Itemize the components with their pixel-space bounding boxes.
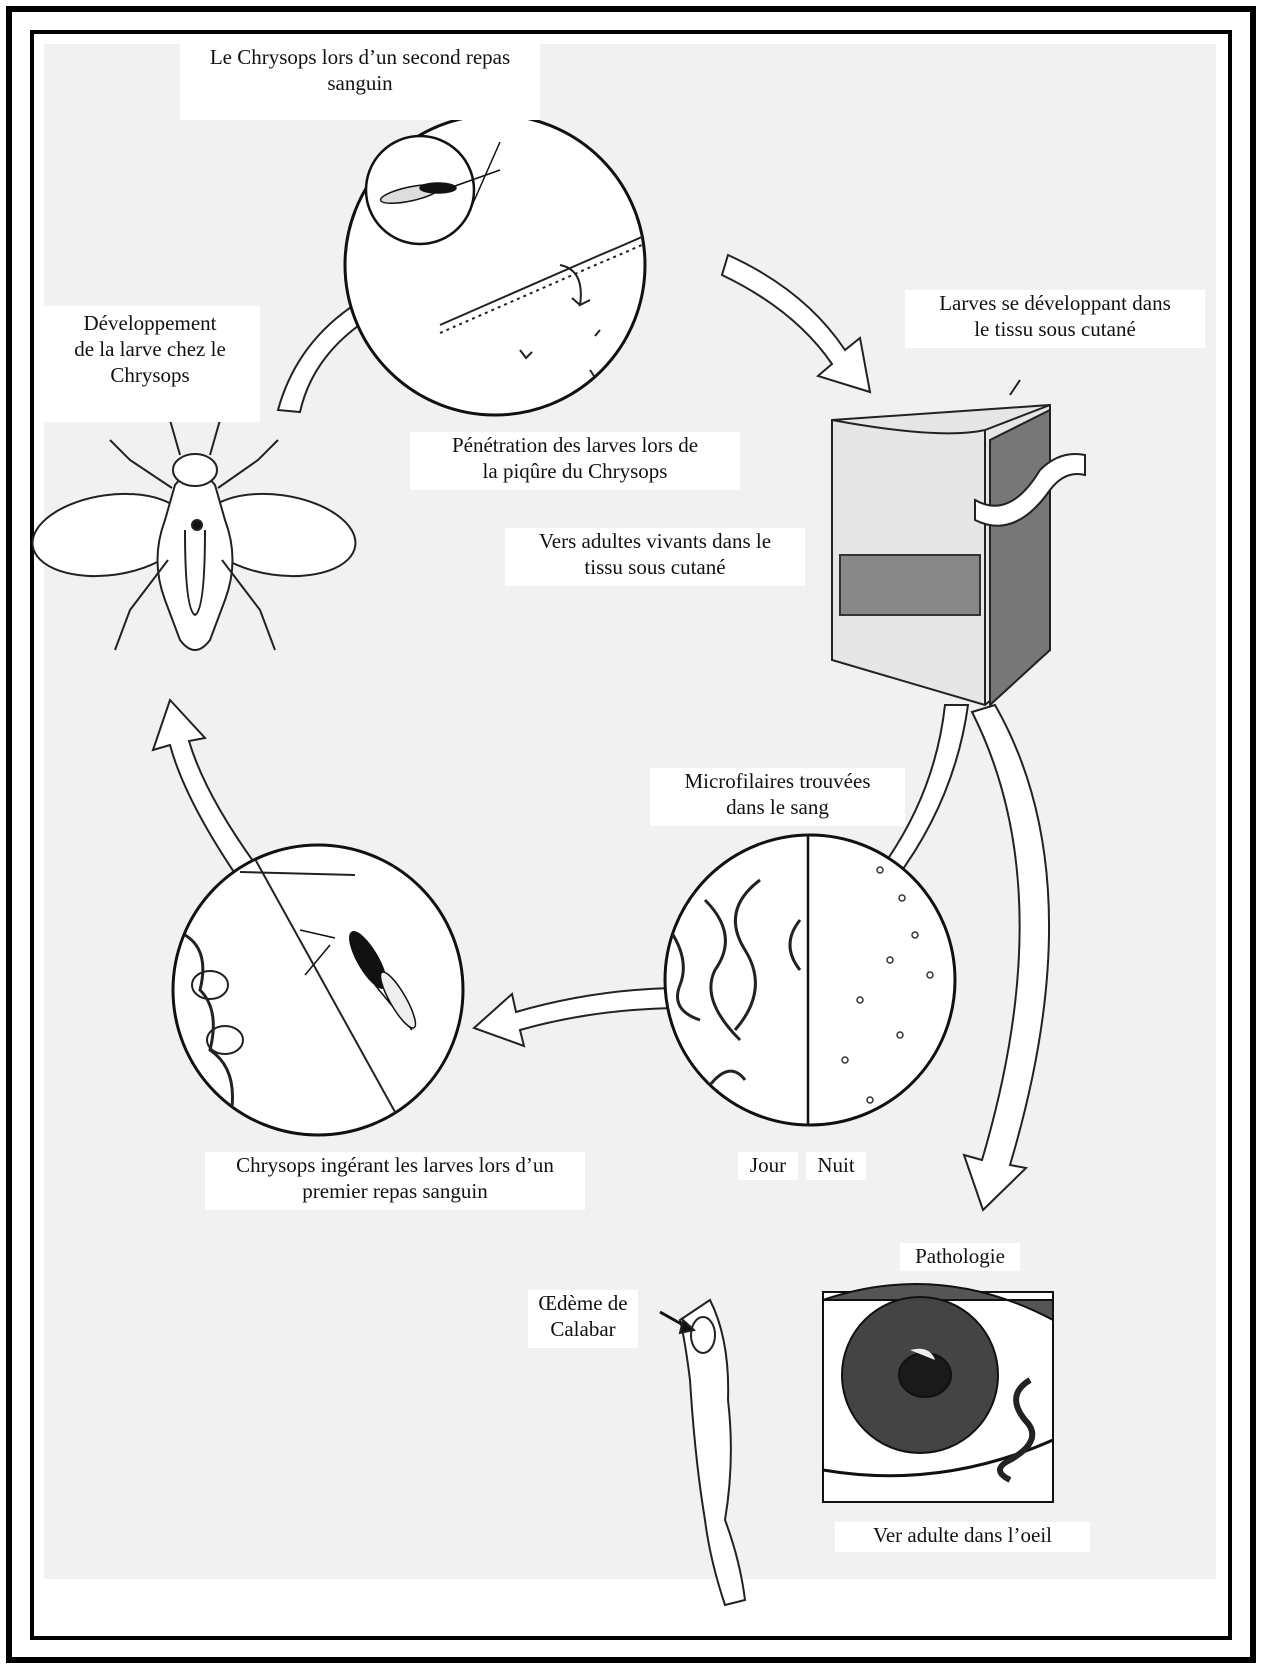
label-larva-development-line1: Développement: [40, 310, 260, 336]
label-eye-worm: Ver adulte dans l’oeil: [835, 1522, 1090, 1552]
label-larvae-subcutaneous-line1: Larves se développant dans: [905, 290, 1205, 316]
label-first-meal: Chrysops ingérant les larves lors d’un p…: [205, 1152, 585, 1210]
arrow-bottom-left-to-mosquito: [153, 700, 258, 878]
chrysops-diagram-art: [27, 420, 361, 650]
label-larva-development-line2: de la larve chez le: [40, 336, 260, 362]
label-larva-development-line3: Chrysops: [40, 362, 260, 388]
label-night: Nuit: [806, 1152, 866, 1180]
label-microfilariae-line2: dans le sang: [650, 794, 905, 820]
label-day: Jour: [738, 1152, 798, 1180]
label-microfilariae-line1: Microfilaires trouvées: [650, 768, 905, 794]
label-pathology-text: Pathologie: [915, 1244, 1005, 1268]
label-calabar-edema-line1: Œdème de: [528, 1290, 638, 1316]
label-calabar-edema: Œdème de Calabar: [528, 1290, 638, 1348]
label-penetration-line2: la piqûre du Chrysops: [410, 458, 740, 484]
label-night-text: Nuit: [817, 1153, 854, 1177]
label-second-meal-text: Le Chrysops lors d’un second repas sangu…: [210, 45, 510, 95]
label-penetration: Pénétration des larves lors de la piqûre…: [410, 432, 740, 490]
arrow-top-circle-to-tissue: [722, 255, 870, 392]
label-larvae-subcutaneous-line2: le tissu sous cutané: [905, 316, 1205, 342]
label-penetration-line1: Pénétration des larves lors de: [410, 432, 740, 458]
microfilariae-circle-art: [665, 835, 955, 1125]
label-adult-worms: Vers adultes vivants dans le tissu sous …: [505, 528, 805, 586]
arm-calabar-swelling-art: [660, 1300, 745, 1605]
label-adult-worms-line2: tissu sous cutané: [505, 554, 805, 580]
label-pathology: Pathologie: [900, 1243, 1020, 1271]
label-microfilariae: Microfilaires trouvées dans le sang: [650, 768, 905, 826]
label-first-meal-line2: premier repas sanguin: [205, 1178, 585, 1204]
label-day-text: Jour: [750, 1153, 786, 1177]
arrow-tissue-to-pathology: [964, 705, 1049, 1210]
label-larva-development: Développement de la larve chez le Chryso…: [40, 306, 260, 422]
skin-tissue-block-art: [832, 380, 1085, 705]
label-adult-worms-line1: Vers adultes vivants dans le: [505, 528, 805, 554]
label-larvae-subcutaneous: Larves se développant dans le tissu sous…: [905, 290, 1205, 348]
eye-adult-worm-art: [823, 1284, 1053, 1502]
label-second-meal: Le Chrysops lors d’un second repas sangu…: [180, 42, 540, 120]
second-meal-circle-art: [345, 115, 720, 415]
label-calabar-edema-line2: Calabar: [528, 1316, 638, 1342]
label-first-meal-line1: Chrysops ingérant les larves lors d’un: [205, 1152, 585, 1178]
label-eye-worm-text: Ver adulte dans l’oeil: [873, 1523, 1052, 1547]
arrow-micro-to-bottom-left: [474, 988, 672, 1046]
first-meal-circle-art: [173, 845, 463, 1135]
